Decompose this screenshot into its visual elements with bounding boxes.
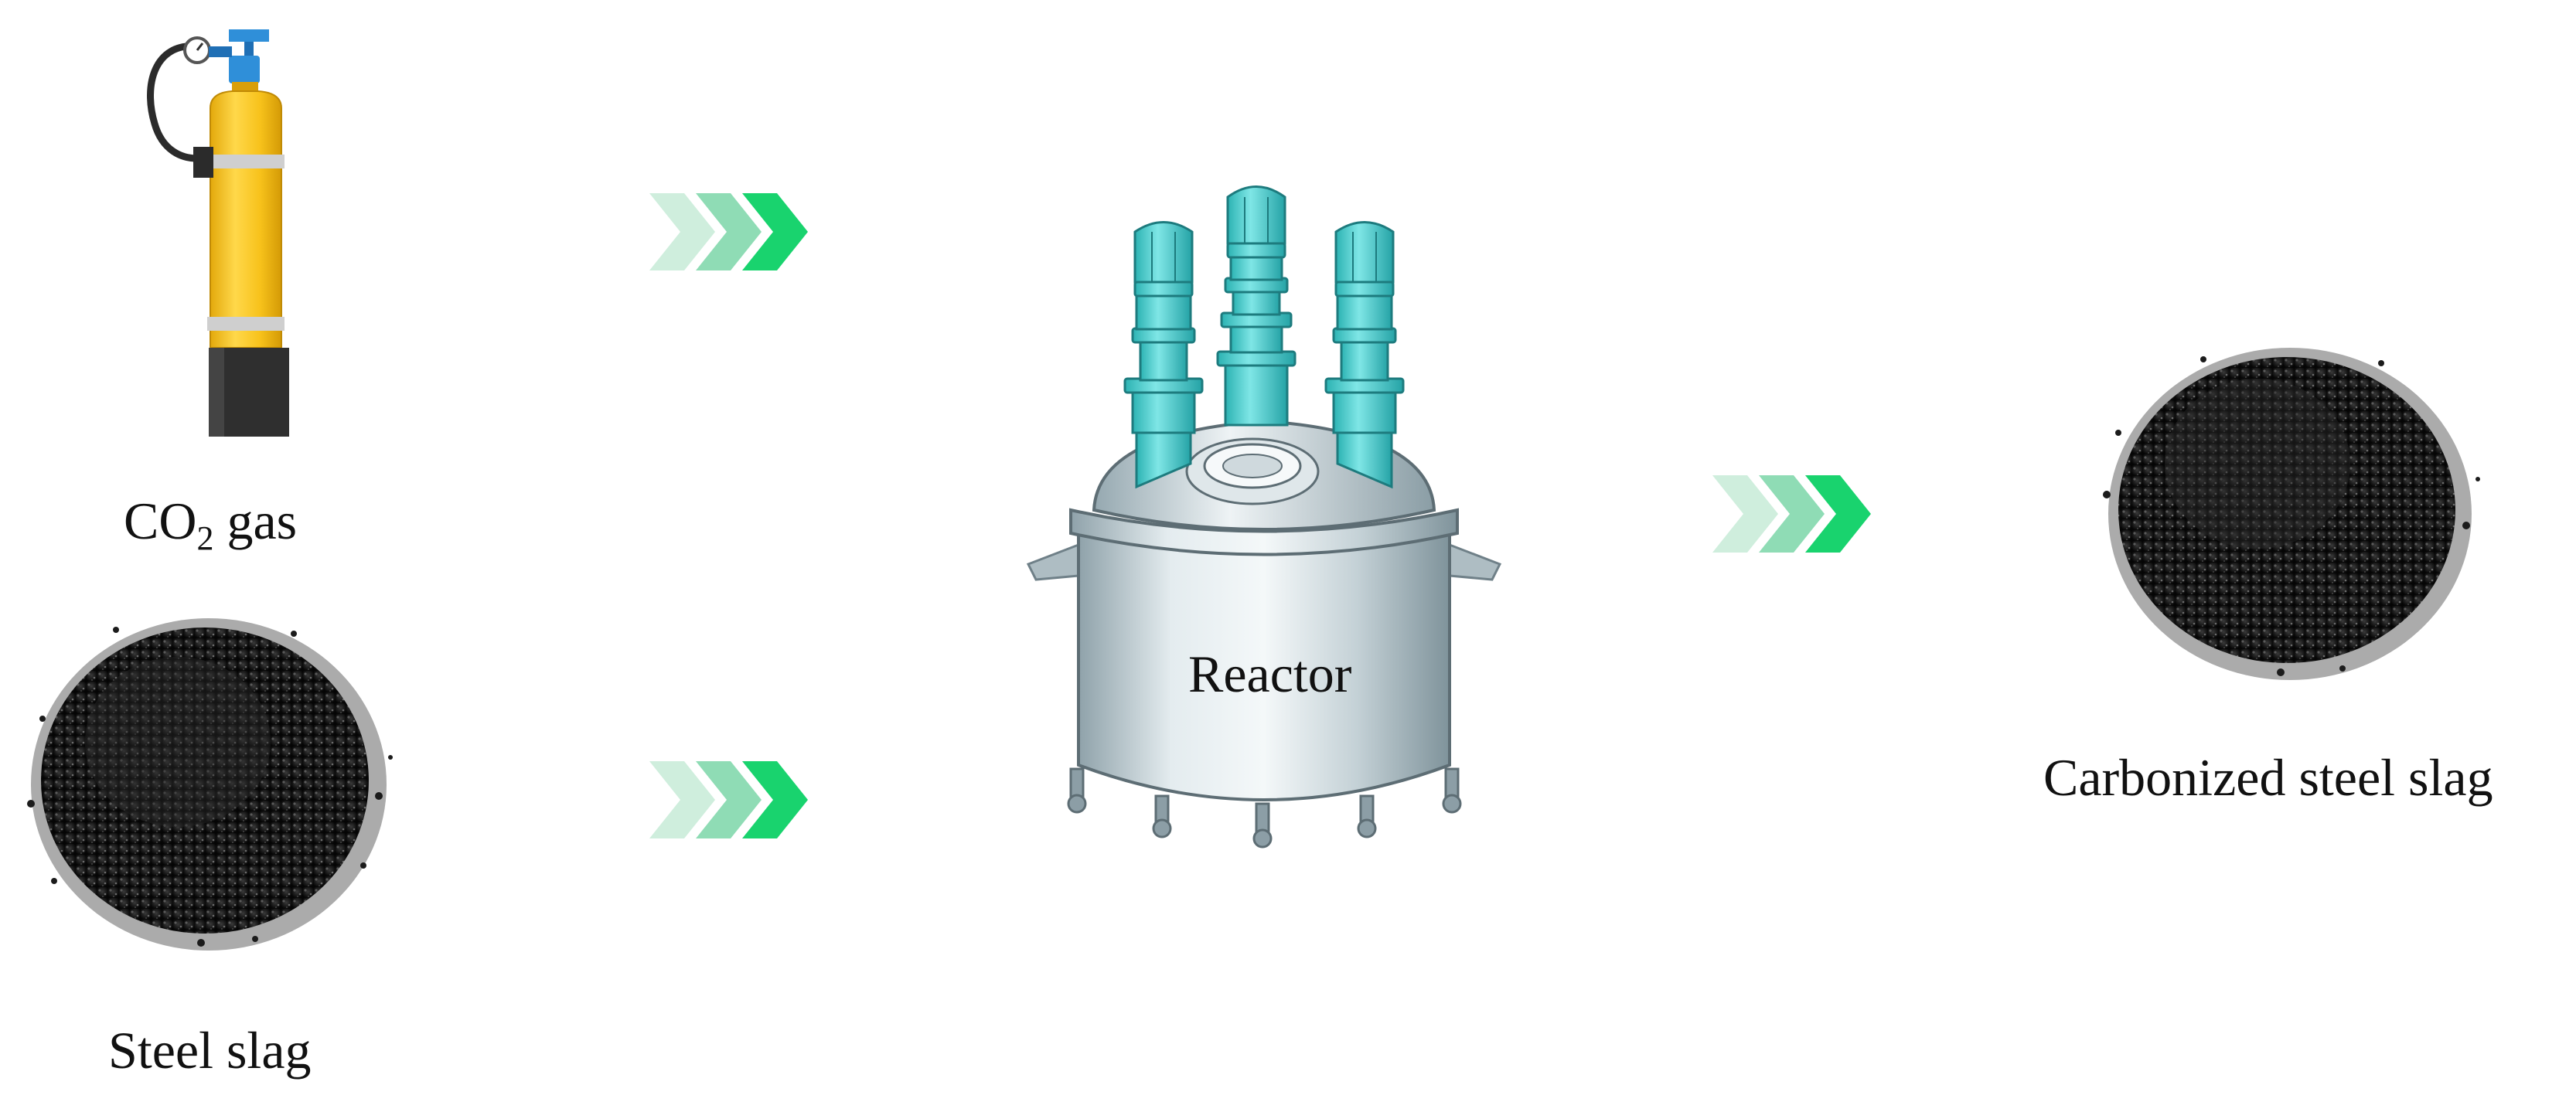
valve-handle-icon	[229, 29, 269, 42]
left-agitator-motor-icon	[1123, 221, 1204, 489]
manhole-flange-icon	[1185, 437, 1320, 505]
reactor-label: Reactor	[1188, 645, 1352, 703]
gas-cylinder-icon	[147, 29, 289, 437]
co2-label-main: CO	[124, 491, 197, 550]
co2-label-subscript: 2	[196, 519, 214, 557]
carbonized-slag-pile-icon	[2103, 348, 2480, 680]
arrow-co2-to-reactor	[649, 193, 808, 270]
slag-pile-icon	[27, 618, 393, 951]
reactor-vessel-icon	[1026, 185, 1502, 849]
co2-label-tail: gas	[213, 491, 298, 550]
carbonized-steel-slag-label: Carbonized steel slag	[2043, 748, 2493, 807]
steel-slag-label: Steel slag	[108, 1021, 312, 1080]
arrow-reactor-to-product	[1712, 475, 1871, 553]
co2-gas-label: CO2 gas	[124, 495, 297, 556]
arrow-slag-to-reactor	[649, 761, 808, 838]
right-agitator-motor-icon	[1324, 221, 1405, 489]
center-agitator-motor-icon	[1216, 185, 1297, 427]
